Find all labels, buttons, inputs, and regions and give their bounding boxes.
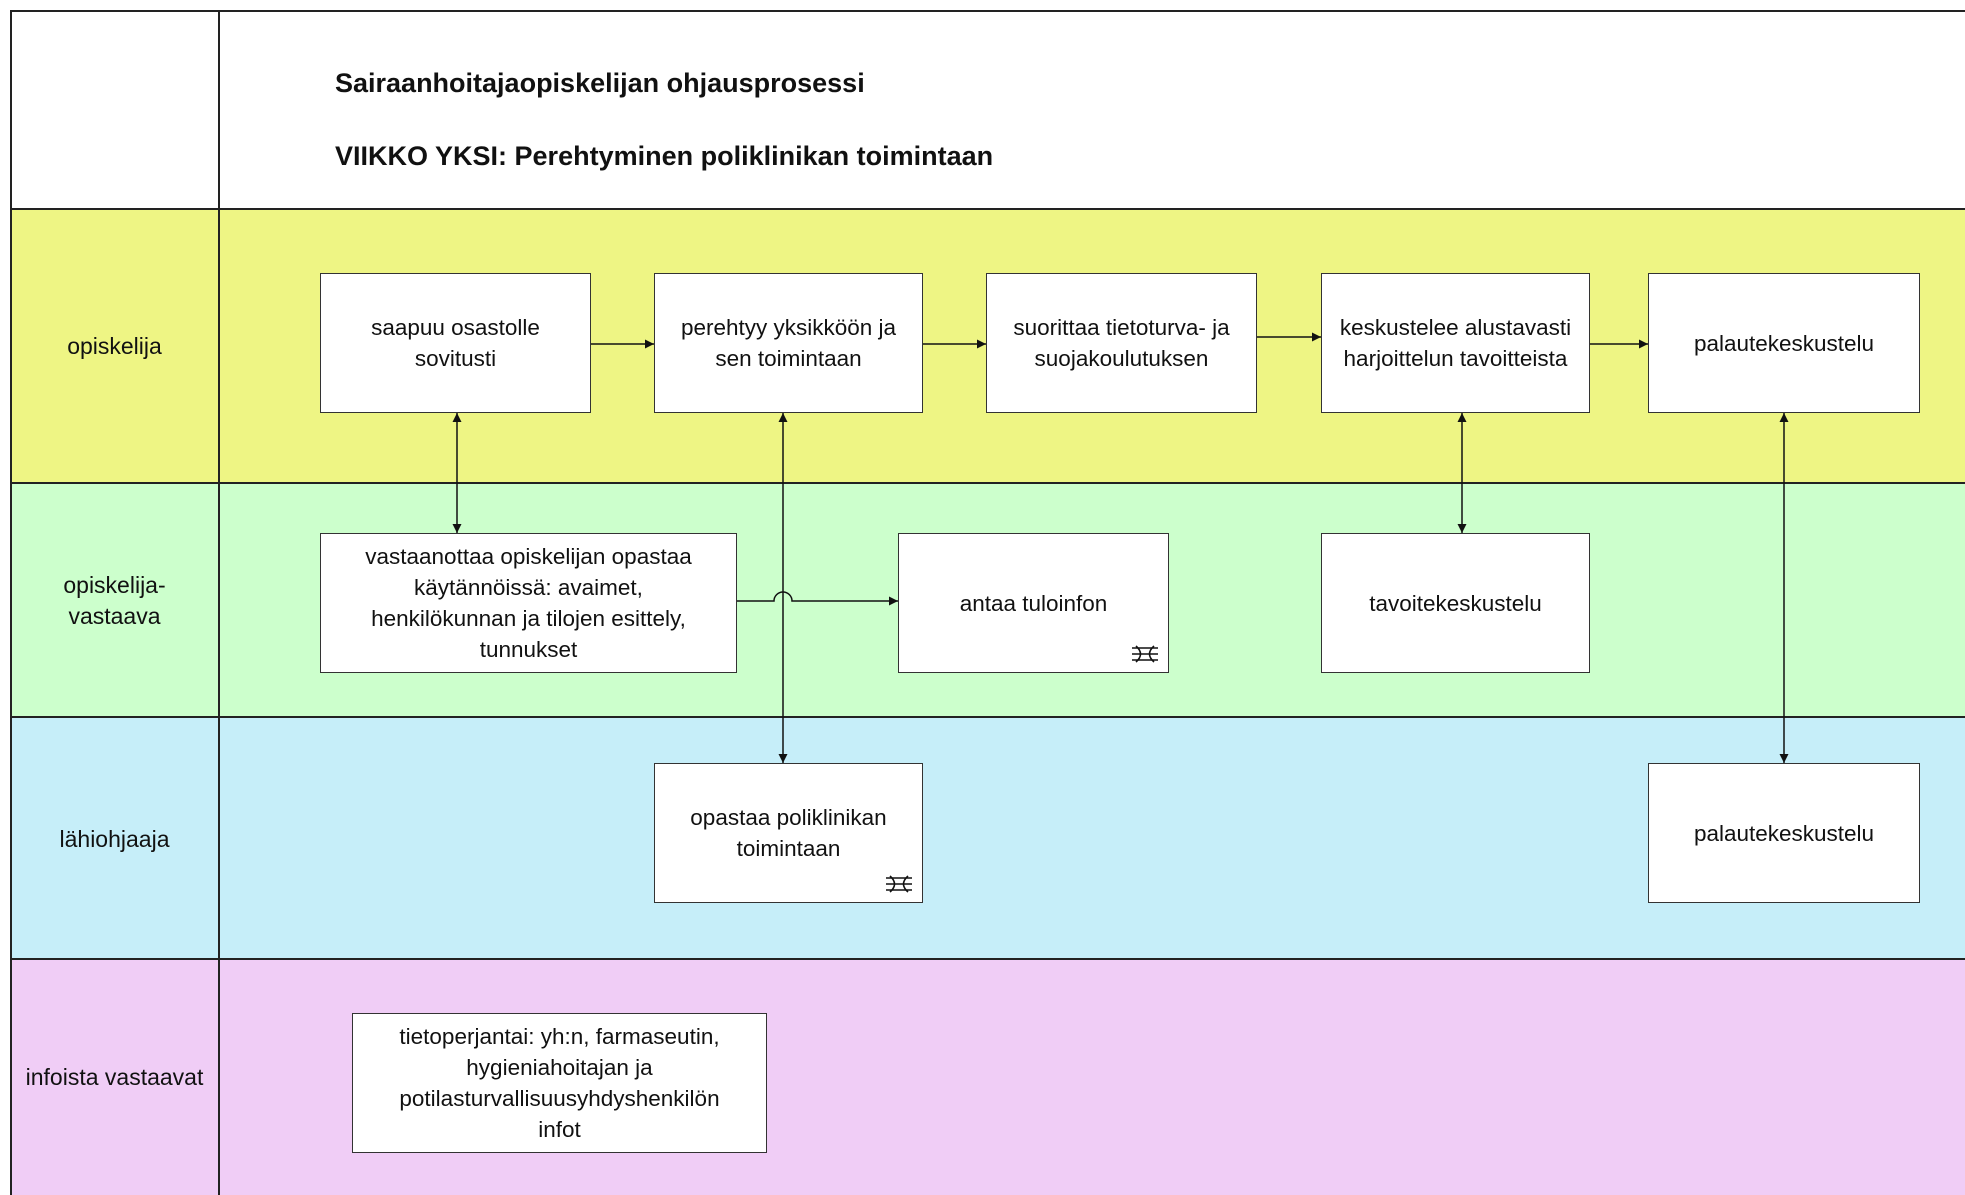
step-palautekeskustelu-lahiohjaaja-label: palautekeskustelu (1693, 820, 1875, 846)
lane-label-lahiohjaaja: lähiohjaaja (59, 825, 170, 852)
step-palautekeskustelu-opiskelija: palautekeskustelu (1648, 273, 1920, 413)
arrow-vastaanottaa-tuloinfo (737, 591, 898, 606)
lane-label-divider (218, 10, 220, 1195)
step-perehtyy-yksikkoon: perehtyy yksikköön ja sen toimintaan (654, 273, 923, 413)
step-suorittaa-koulutuksen: suorittaa tietoturva- ja suojakoulutukse… (986, 273, 1257, 413)
subprocess-icon (884, 874, 914, 900)
step-tavoitekeskustelu-label: tavoitekeskustelu (1369, 590, 1542, 616)
step-antaa-tuloinfon: antaa tuloinfon (898, 533, 1169, 673)
step-vastaanottaa-opiskelijan-label: vastaanottaa opiskelijan opastaa käytänn… (365, 544, 692, 662)
step-saapuu-osastolle-label: saapuu osastolle sovitusti (371, 315, 540, 371)
step-keskustelee-tavoitteista: keskustelee alustavasti harjoittelun tav… (1321, 273, 1590, 413)
step-tavoitekeskustelu: tavoitekeskustelu (1321, 533, 1590, 673)
step-tietoperjantai: tietoperjantai: yh:n, farmaseutin, hygie… (352, 1013, 767, 1153)
step-saapuu-osastolle: saapuu osastolle sovitusti (320, 273, 591, 413)
diagram-title: Sairaanhoitajaopiskelijan ohjausprosessi (335, 68, 865, 98)
step-palautekeskustelu-opiskelija-label: palautekeskustelu (1693, 330, 1875, 356)
step-opastaa-poliklinikan: opastaa poliklinikan toimintaan (654, 763, 923, 903)
lane-header (10, 10, 1965, 210)
step-tietoperjantai-label: tietoperjantai: yh:n, farmaseutin, hygie… (399, 1024, 720, 1142)
step-keskustelee-tavoitteista-label: keskustelee alustavasti harjoittelun tav… (1339, 315, 1572, 371)
lane-lahiohjaaja (10, 716, 1965, 960)
step-perehtyy-yksikkoon-label: perehtyy yksikköön ja sen toimintaan (680, 315, 897, 371)
step-antaa-tuloinfon-label: antaa tuloinfon (959, 590, 1108, 616)
lane-label-infoista-vastaavat: infoista vastaavat (25, 1064, 204, 1090)
diagram-subtitle: VIIKKO YKSI: Perehtyminen poliklinikan t… (335, 141, 994, 171)
step-opastaa-poliklinikan-label: opastaa poliklinikan toimintaan (690, 805, 887, 861)
lane-label-opiskelija: opiskelija (67, 333, 162, 359)
step-vastaanottaa-opiskelijan: vastaanottaa opiskelijan opastaa käytänn… (320, 533, 737, 673)
subprocess-icon (1130, 644, 1160, 670)
step-palautekeskustelu-lahiohjaaja: palautekeskustelu (1648, 763, 1920, 903)
lane-label-opiskelija-vastaava: opiskelija- vastaava (63, 571, 166, 629)
lane-infoista-vastaavat (10, 958, 1965, 1195)
outer-left-border (10, 10, 12, 1195)
outer-top-border (10, 10, 1965, 12)
step-suorittaa-koulutuksen-label: suorittaa tietoturva- ja suojakoulutukse… (1013, 315, 1230, 371)
